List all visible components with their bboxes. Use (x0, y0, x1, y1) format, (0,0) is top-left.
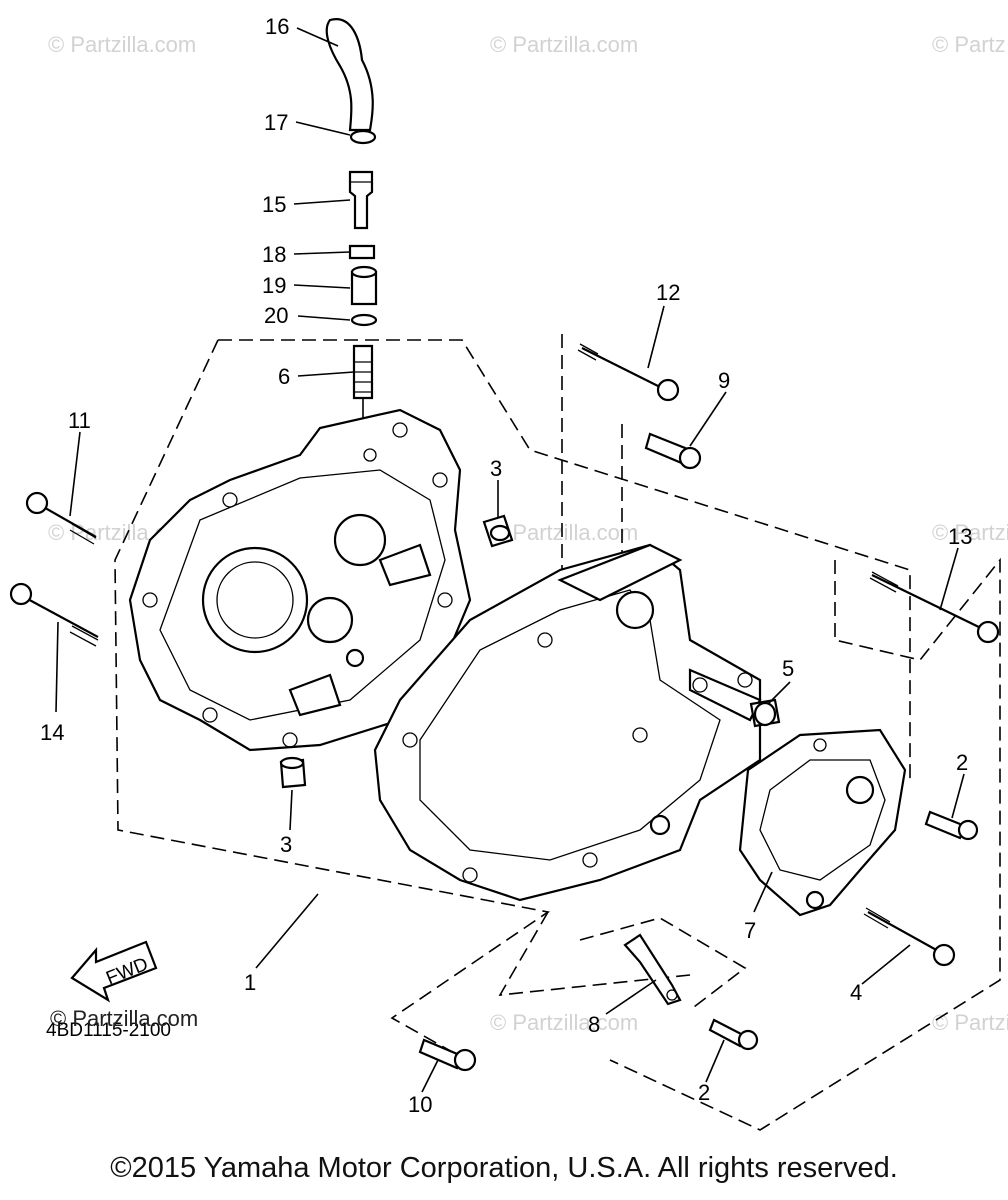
callout-14: 14 (40, 720, 64, 745)
callout-3-upper: 3 (490, 456, 502, 481)
watermark: © Partz (932, 32, 1006, 57)
bolts (9, 343, 1000, 1072)
breather-fitting (348, 170, 374, 230)
breather-assembly (325, 18, 378, 455)
callout-17: 17 (264, 110, 288, 135)
callout-11: 11 (68, 408, 91, 433)
watermark: © Partzilla.com (50, 1006, 198, 1031)
watermark: © Partzilla.com (490, 520, 638, 545)
callout-9: 9 (718, 368, 730, 393)
diagram-code: 4BD1115-2100 (46, 1020, 171, 1041)
copyright-notice: ©2015 Yamaha Motor Corporation, U.S.A. A… (110, 1152, 898, 1184)
callout-13: 13 (948, 524, 972, 549)
watermark: © Partzilla.com (932, 1010, 1008, 1035)
watermark: © Partzilla.com (48, 32, 196, 57)
left-crankcase-half (128, 408, 472, 752)
callout-labels: 16 17 15 18 19 20 6 12 9 11 3 13 14 5 2 … (40, 14, 972, 1117)
callout-20: 20 (264, 303, 288, 328)
callout-2-upper: 2 (956, 750, 968, 775)
o-ring (350, 313, 378, 327)
callout-15: 15 (262, 192, 286, 217)
callout-19: 19 (262, 273, 286, 298)
dowel-pins (279, 514, 781, 789)
callout-16: 16 (265, 14, 289, 39)
callout-10: 10 (408, 1092, 432, 1117)
callout-2-lower: 2 (698, 1080, 710, 1105)
crankcase-cover-7 (738, 728, 907, 917)
watermark: © Partzilla.com (490, 32, 638, 57)
breather-hose (325, 18, 374, 132)
hose-clip (349, 129, 377, 145)
leader-lines (55, 27, 965, 1093)
forward-arrow-icon: FWD (70, 940, 158, 1003)
hose-clamp (348, 244, 376, 260)
watermark: © Partzilla.com (932, 520, 1008, 545)
callout-12: 12 (656, 280, 680, 305)
callout-1: 1 (244, 970, 256, 995)
plate-8 (623, 933, 682, 1006)
callout-18: 18 (262, 242, 286, 267)
callout-3-lower: 3 (280, 832, 292, 857)
watermark: © Partzilla.com (490, 1010, 638, 1035)
callout-7: 7 (744, 918, 756, 943)
callout-6: 6 (278, 364, 290, 389)
callout-5: 5 (782, 656, 794, 681)
right-crankcase-half (373, 543, 762, 902)
callout-4: 4 (850, 980, 862, 1005)
callout-8: 8 (588, 1012, 600, 1037)
